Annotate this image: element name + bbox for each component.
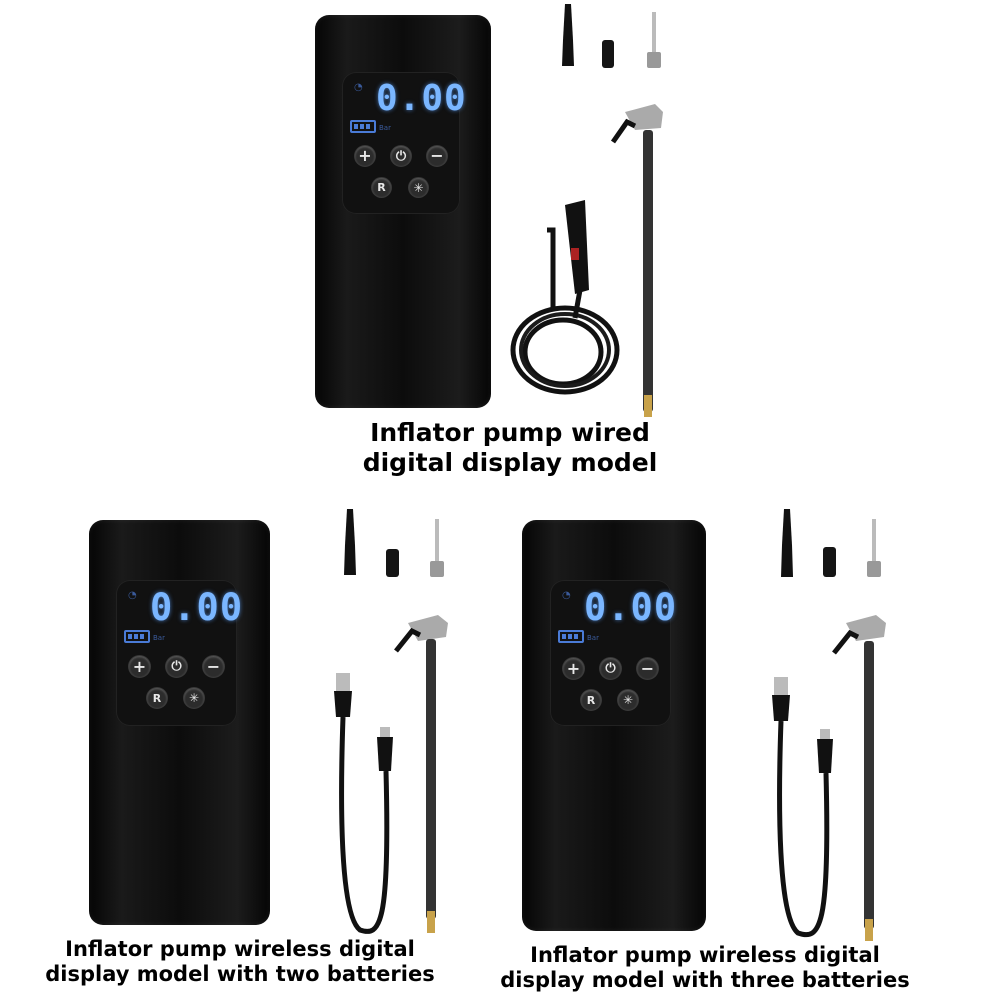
- pressure-unit: Bar: [587, 634, 599, 642]
- plus-button[interactable]: +: [355, 146, 375, 166]
- pressure-reading: 0.00: [150, 586, 244, 629]
- digital-display: ◔ 0.00 Bar + ⏻ − R ✳: [550, 580, 676, 726]
- usb-cable-icon: [772, 677, 833, 938]
- ball-needle-icon: [781, 509, 793, 577]
- needle-adapter-icon: [647, 12, 661, 68]
- pressure-reading: 0.00: [584, 586, 678, 629]
- air-hose-icon: [832, 615, 886, 941]
- power-button[interactable]: ⏻: [600, 658, 621, 679]
- mode-button[interactable]: R: [372, 178, 391, 197]
- ball-needle-icon: [344, 509, 356, 575]
- needle-adapter-icon: [867, 519, 881, 577]
- power-button[interactable]: ⏻: [166, 656, 187, 677]
- light-button[interactable]: ✳: [184, 688, 204, 708]
- plus-button[interactable]: +: [563, 658, 584, 679]
- usb-cable-icon: [334, 673, 393, 934]
- pressure-unit: Bar: [379, 124, 391, 132]
- air-hose-icon: [610, 104, 663, 417]
- needle-adapter-icon: [430, 519, 444, 577]
- caption-line-2: display model with three batteries: [500, 968, 910, 993]
- battery-icon: [558, 630, 584, 643]
- accessories-three-batteries: [772, 509, 886, 941]
- caption-line-2: display model with two batteries: [45, 962, 435, 987]
- mode-button[interactable]: R: [147, 688, 167, 708]
- wifi-icon: ◔: [562, 590, 571, 601]
- mode-button[interactable]: R: [581, 690, 601, 710]
- caption-line-1: Inflator pump wireless digital: [530, 943, 880, 967]
- minus-button[interactable]: −: [427, 146, 447, 166]
- light-button[interactable]: ✳: [618, 690, 638, 710]
- pressure-unit: Bar: [153, 634, 165, 642]
- plus-button[interactable]: +: [129, 656, 150, 677]
- caption-line-1: Inflator pump wireless digital: [65, 937, 415, 961]
- presta-adapter-icon: [386, 549, 399, 577]
- accessories-two-batteries: [334, 509, 448, 934]
- caption-line-1: Inflator pump wired: [370, 418, 650, 447]
- presta-adapter-icon: [602, 40, 614, 68]
- air-hose-icon: [394, 615, 448, 933]
- digital-display: ◔ 0.00 Bar + ⏻ − R ✳: [342, 72, 466, 214]
- wifi-icon: ◔: [128, 590, 137, 601]
- caption-three-batteries: Inflator pump wireless digital display m…: [485, 943, 925, 993]
- wifi-icon: ◔: [354, 82, 363, 93]
- power-button[interactable]: ⏻: [391, 146, 411, 166]
- minus-button[interactable]: −: [203, 656, 224, 677]
- pressure-reading: 0.00: [376, 78, 467, 119]
- minus-button[interactable]: −: [637, 658, 658, 679]
- presta-adapter-icon: [823, 547, 836, 577]
- caption-wired: Inflator pump wired digital display mode…: [300, 418, 720, 478]
- light-button[interactable]: ✳: [409, 178, 428, 197]
- digital-display: ◔ 0.00 Bar + ⏻ − R ✳: [116, 580, 242, 726]
- car-charger-cable-icon: [510, 200, 620, 395]
- battery-icon: [350, 120, 376, 133]
- battery-icon: [124, 630, 150, 643]
- caption-two-batteries: Inflator pump wireless digital display m…: [20, 937, 460, 987]
- accessories-wired: [510, 4, 663, 417]
- caption-line-2: digital display model: [362, 448, 658, 477]
- ball-needle-icon: [562, 4, 574, 66]
